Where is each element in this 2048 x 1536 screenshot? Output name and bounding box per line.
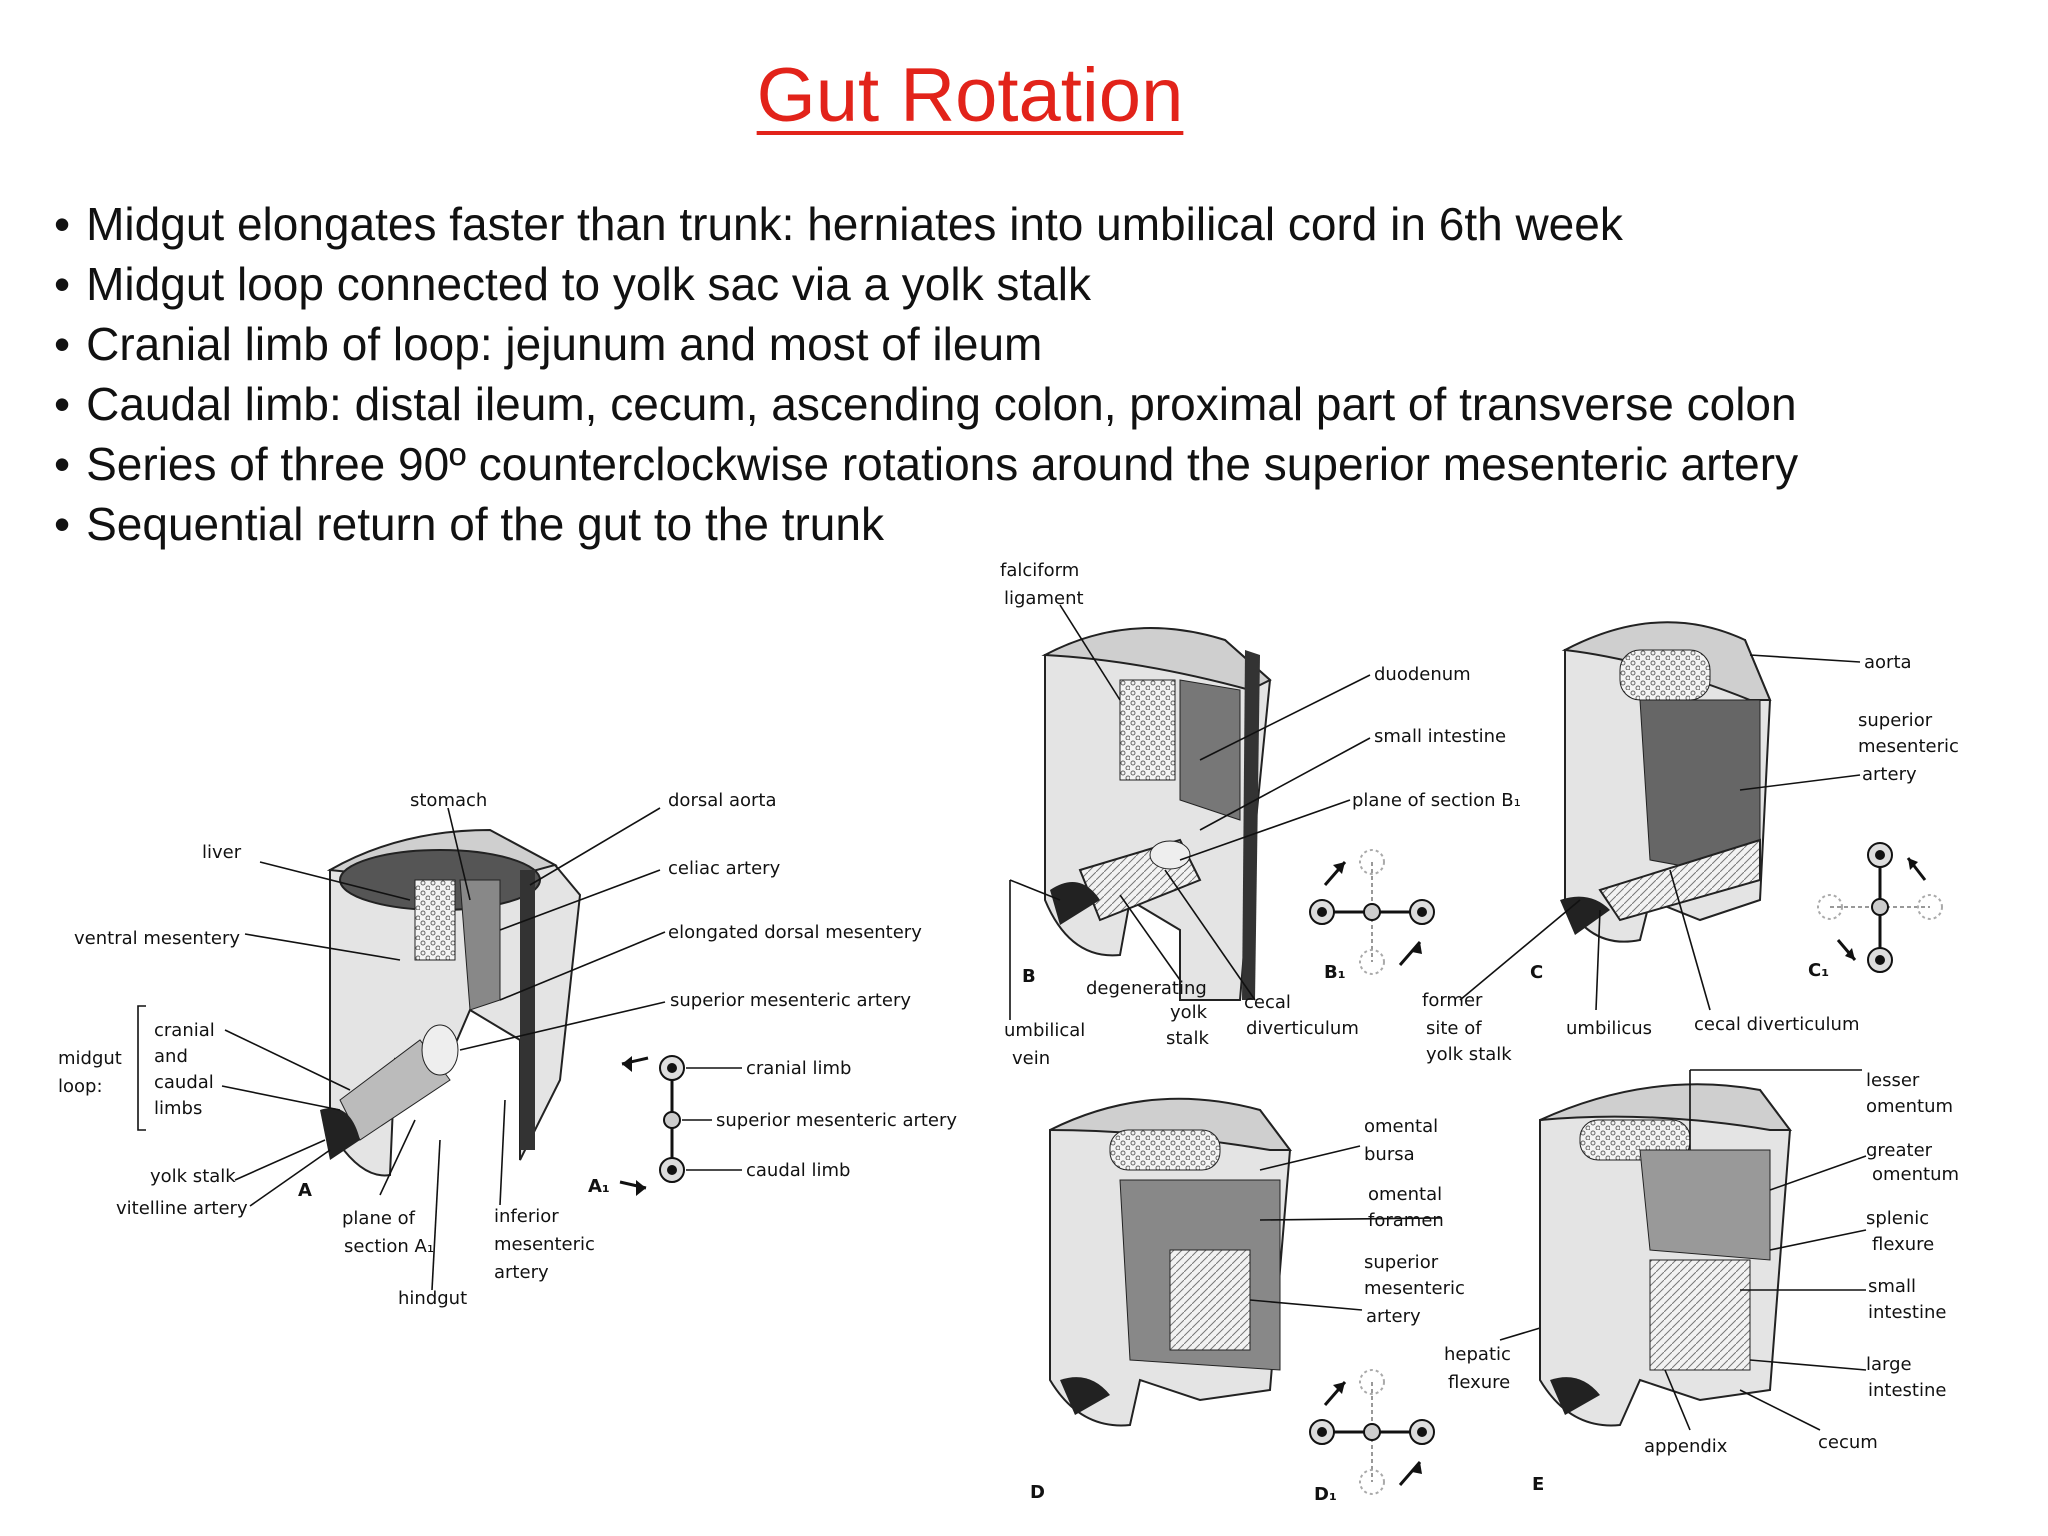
label-artery: artery [494,1262,549,1283]
inset-b1-diagram: B₁ [1310,850,1434,983]
label-duodenum: duodenum [1374,664,1471,685]
panel-b-drawing [1045,628,1270,1000]
panel-c-drawing [1560,622,1770,941]
label-stomach: stomach [410,790,487,811]
label-loop: loop: [58,1076,103,1097]
label-cecal-diverticulum: cecal diverticulum [1694,1014,1859,1035]
label-lesser: lesser [1866,1070,1920,1091]
label-small-intestine: small intestine [1374,726,1506,747]
label-superior: superior [1858,710,1933,731]
label-stalk: stalk [1166,1028,1209,1049]
label-former: former [1422,990,1483,1011]
label-sma-inset: superior mesenteric artery [716,1110,957,1131]
label-splenic: splenic [1866,1208,1929,1229]
label-appendix: appendix [1644,1436,1728,1457]
label-degenerating: degenerating [1086,978,1207,999]
label-liver: liver [202,842,242,863]
label-umbilicus: umbilicus [1566,1018,1652,1039]
label-inset-d1: D₁ [1314,1484,1337,1505]
label-yolk: yolk [1170,1002,1208,1023]
label-cecal: cecal [1244,992,1291,1013]
label-panel-a: A [298,1180,312,1201]
label-omentum-2: omentum [1872,1164,1959,1185]
panel-d-drawing [1050,1099,1290,1426]
label-omental: omental [1364,1116,1438,1137]
label-yolk-stalk: yolk stalk [1426,1044,1512,1065]
label-inferior: inferior [494,1206,559,1227]
label-superior: superior [1364,1252,1439,1273]
label-vitelline-artery: vitelline artery [116,1198,248,1219]
label-vein: vein [1012,1048,1050,1069]
panel-a-drawing [320,830,580,1175]
label-intestine-2: intestine [1868,1380,1946,1401]
label-ligament: ligament [1004,588,1084,609]
label-large: large [1866,1354,1912,1375]
label-panel-d: D [1030,1482,1045,1503]
label-dorsal-aorta: dorsal aorta [668,790,777,811]
label-hindgut: hindgut [398,1288,467,1309]
label-flexure: flexure [1872,1234,1934,1255]
label-intestine: intestine [1868,1302,1946,1323]
label-panel-e: E [1532,1474,1544,1495]
panel-e-drawing [1540,1084,1790,1425]
label-cranial-limb: cranial limb [746,1058,851,1079]
label-cranial: cranial [154,1020,215,1041]
label-elongated-dorsal-mesentery: elongated dorsal mesentery [668,922,922,943]
label-small: small [1868,1276,1916,1297]
label-site-of: site of [1426,1018,1482,1039]
label-diverticulum: diverticulum [1246,1018,1359,1039]
label-celiac-artery: celiac artery [668,858,781,879]
label-mesenteric: mesenteric [1858,736,1959,757]
label-umbilical: umbilical [1004,1020,1085,1041]
label-hepatic: hepatic [1444,1344,1511,1365]
label-bursa: bursa [1364,1144,1415,1165]
label-caudal-limb: caudal limb [746,1160,850,1181]
label-limbs: limbs [154,1098,202,1119]
label-artery: artery [1366,1306,1421,1327]
label-flexure: flexure [1448,1372,1510,1393]
label-cecum: cecum [1818,1432,1878,1453]
label-inset-b1: B₁ [1324,962,1346,983]
label-ventral-mesentery: ventral mesentery [74,928,240,949]
label-inset-c1: C₁ [1808,960,1829,981]
label-falciform: falciform [1000,560,1079,581]
label-greater: greater [1866,1140,1933,1161]
inset-c1-diagram: C₁ [1808,843,1942,981]
label-omentum: omentum [1866,1096,1953,1117]
label-superior-mesenteric-artery: superior mesenteric artery [670,990,911,1011]
label-mesenteric: mesenteric [1364,1278,1465,1299]
inset-d1-diagram: D₁ [1310,1370,1434,1505]
label-yolk-stalk: yolk stalk [150,1166,236,1187]
label-aorta: aorta [1864,652,1912,673]
label-mesenteric: mesenteric [494,1234,595,1255]
label-panel-c: C [1530,962,1543,983]
label-artery: artery [1862,764,1917,785]
label-caudal: caudal [154,1072,214,1093]
label-section-a1: section A₁ [344,1236,434,1257]
label-panel-b: B [1022,966,1036,987]
label-midgut: midgut [58,1048,122,1069]
label-and: and [154,1046,188,1067]
label-plane-of: plane of [342,1208,416,1229]
label-omental-2: omental [1368,1184,1442,1205]
label-foramen: foramen [1368,1210,1444,1231]
inset-a1-diagram: cranial limb superior mesenteric artery … [588,1056,957,1197]
label-plane-of-section-b1: plane of section B₁ [1352,790,1521,811]
label-inset-a1: A₁ [588,1176,610,1197]
